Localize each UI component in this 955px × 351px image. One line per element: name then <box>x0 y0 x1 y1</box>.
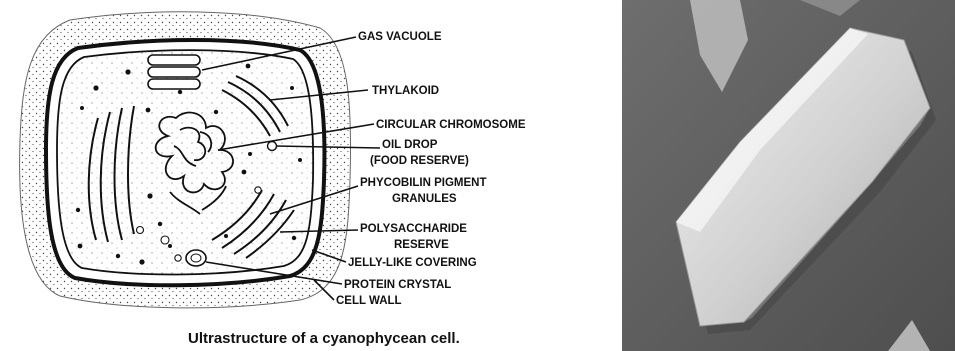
label-cell-wall: CELL WALL <box>336 295 402 307</box>
label-granules: GRANULES <box>392 193 457 205</box>
label-protein-crystal: PROTEIN CRYSTAL <box>344 279 451 291</box>
label-oil-drop: OIL DROP <box>382 139 438 151</box>
label-thylakoid: THYLAKOID <box>372 85 439 97</box>
cell-diagram: GAS VACUOLE THYLAKOID CIRCULAR CHROMOSOM… <box>20 12 526 347</box>
figure-caption: Ultrastructure of a cyanophycean cell. <box>188 330 460 347</box>
protein-crystal <box>186 250 206 266</box>
label-food-reserve: (FOOD RESERVE) <box>370 155 469 167</box>
label-polysaccharide: POLYSACCHARIDE <box>360 223 467 235</box>
crystal-micrograph <box>622 0 955 351</box>
label-phycobilin-pigment: PHYCOBILIN PIGMENT <box>360 177 487 189</box>
gas-vacuole <box>148 55 200 89</box>
diagram-labels: GAS VACUOLE THYLAKOID CIRCULAR CHROMOSOM… <box>336 31 526 307</box>
label-gas-vacuole: GAS VACUOLE <box>358 31 442 43</box>
oil-drop <box>268 142 277 151</box>
label-circular-chromosome: CIRCULAR CHROMOSOME <box>376 119 526 131</box>
label-jelly-like-covering: JELLY-LIKE COVERING <box>348 257 477 269</box>
label-reserve: RESERVE <box>394 239 449 251</box>
